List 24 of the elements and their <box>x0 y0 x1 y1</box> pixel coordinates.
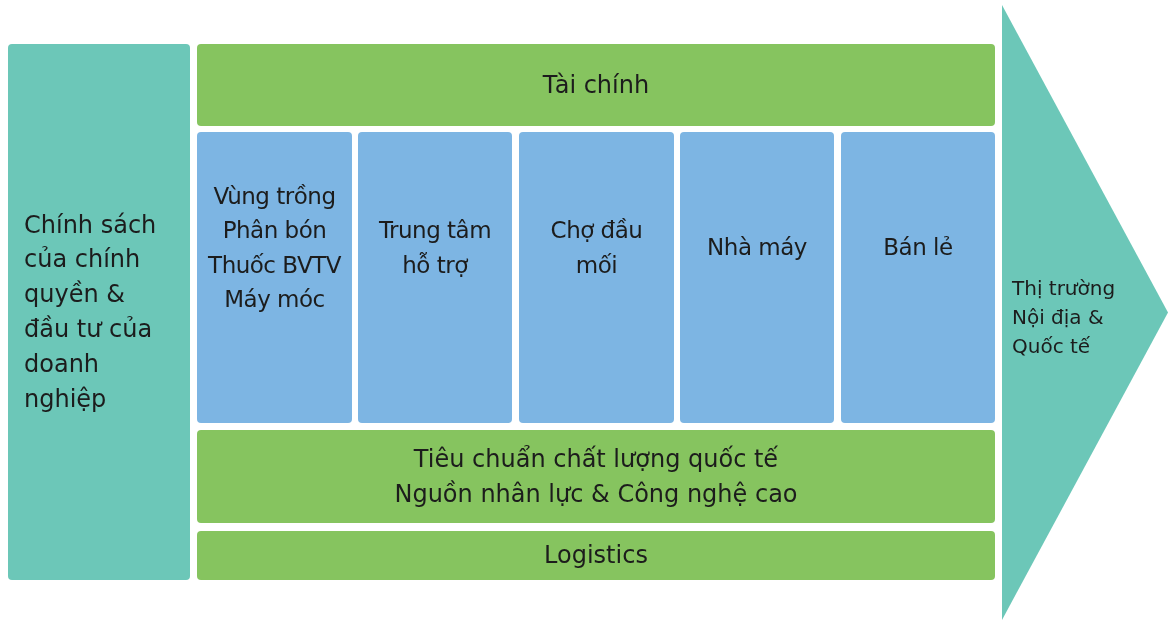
label: Nguồn nhân lực & Công nghệ cao <box>394 478 798 510</box>
label: Chính sách của chính quyền & đầu tư của doanh nghiệp <box>24 209 158 415</box>
market-arrow <box>1002 5 1168 620</box>
list-item: Phân bón <box>222 216 327 245</box>
label: Logistics <box>544 540 648 572</box>
label: Trung tâm hỗ trợ <box>377 216 493 280</box>
value-chain-column <box>358 132 512 423</box>
label: Tài chính <box>542 69 650 101</box>
label: Tiêu chuẩn chất lượng quốc tế <box>413 443 779 475</box>
label: Nhà máy <box>707 233 807 263</box>
label: Chợ đầu mối <box>549 216 644 280</box>
value-chain-column <box>197 132 352 423</box>
label: Thị trường Nội địa & Quốc tế <box>1012 275 1117 360</box>
value-chain-column <box>519 132 674 423</box>
label: Bán lẻ <box>883 233 953 263</box>
list-item: Thuốc BVTV <box>208 250 341 280</box>
list-item: Máy móc <box>224 285 325 314</box>
support-band <box>197 430 995 523</box>
policy-panel <box>8 44 190 580</box>
support-band <box>197 531 995 580</box>
support-band <box>197 44 995 126</box>
value-chain-column <box>841 132 995 423</box>
value-chain-column <box>680 132 834 423</box>
list-item: Vùng trồng <box>213 181 336 211</box>
